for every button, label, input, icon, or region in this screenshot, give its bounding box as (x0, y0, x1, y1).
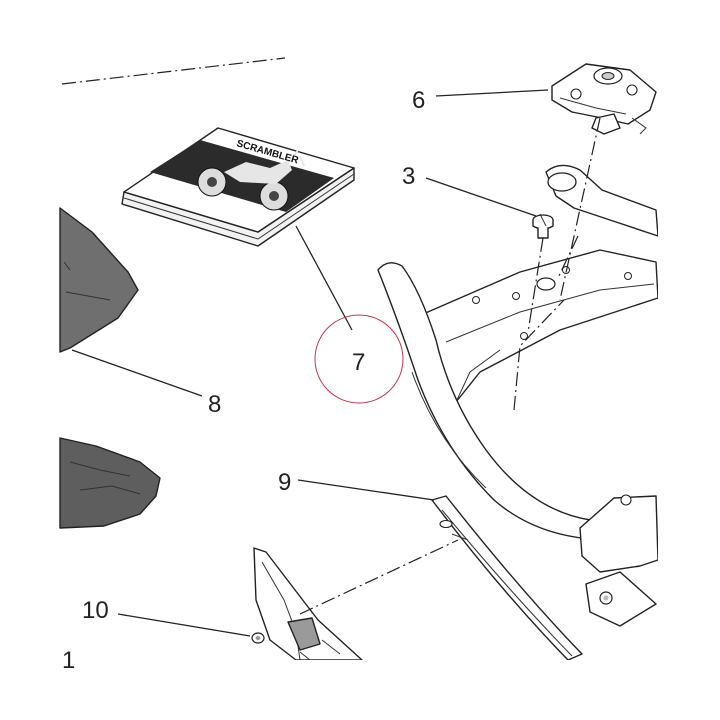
callout-3: 3 (402, 163, 415, 190)
guide-line-latch-2 (557, 235, 579, 279)
guide-line-latch (559, 117, 601, 301)
guide-line-trim (299, 539, 459, 615)
part-9-trim-strip (431, 495, 583, 661)
seat-part (59, 437, 161, 529)
right-margin (658, 0, 720, 720)
leader-9 (297, 479, 435, 501)
callout-8: 8 (208, 391, 221, 418)
callout-1: 1 (62, 647, 75, 674)
part-6-seat-latch (551, 63, 657, 135)
guide-line-lower (513, 299, 565, 411)
part-8-panel (59, 207, 139, 353)
leader-6 (435, 89, 549, 97)
part-10-fastener (251, 632, 265, 644)
part-3-bolt (532, 213, 554, 239)
leader-3 (425, 177, 537, 217)
guide-line-bolt (527, 237, 544, 333)
guide-line-top (61, 57, 286, 85)
leader-7 (295, 225, 353, 331)
rear-subframe (377, 164, 659, 627)
callout-7-highlight (314, 314, 404, 404)
part-7-owners-manual: SCRAMBLER (121, 127, 355, 247)
bottom-margin (0, 660, 720, 720)
leader-8 (71, 349, 203, 397)
callout-10: 10 (82, 597, 109, 624)
callout-7: 7 (352, 349, 365, 376)
callout-6: 6 (412, 87, 425, 114)
leader-10 (117, 613, 251, 637)
callout-9: 9 (278, 469, 291, 496)
rear-cover-part (253, 547, 363, 661)
